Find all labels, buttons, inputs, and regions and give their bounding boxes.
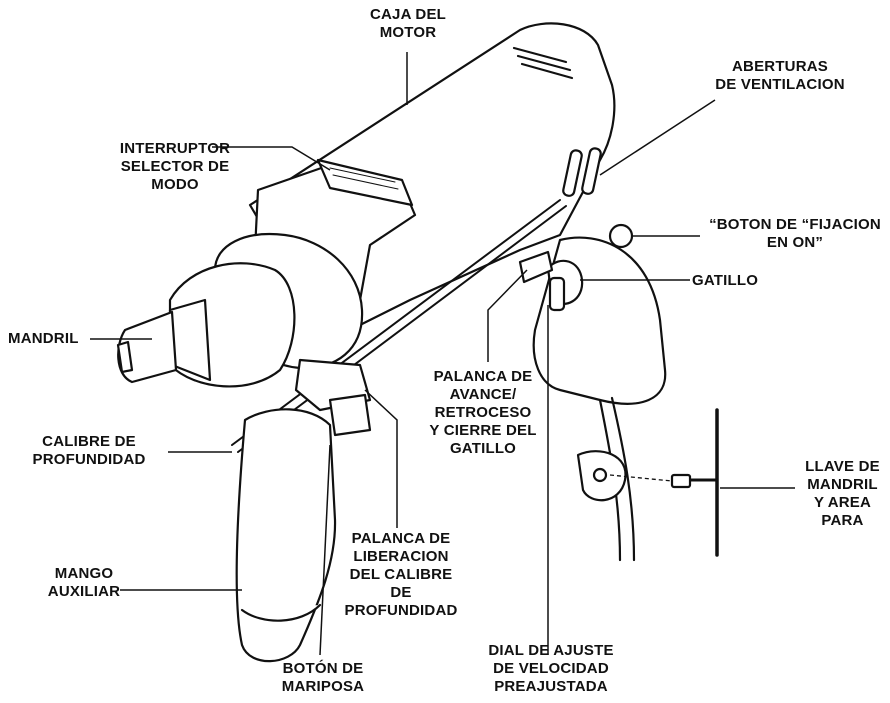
label-chuck: MANDRIL	[8, 330, 79, 347]
label-trigger: GATILLO	[692, 272, 759, 289]
label-lock-button: “BOTON DE “FIJACION EN ON”	[709, 216, 881, 251]
reverse-lever	[518, 250, 554, 284]
aux-handle	[235, 408, 337, 663]
mode-selector	[316, 158, 414, 207]
label-depth-gauge: CALIBRE DE PROFUNDIDAD	[32, 433, 146, 468]
leader-vent	[599, 99, 716, 176]
label-depth-release: PALANCA DE LIBERACION DEL CALIBRE DE PRO…	[344, 530, 458, 619]
speed-dial-shape	[548, 276, 566, 312]
leader-mode	[212, 146, 331, 171]
label-mode-switch: INTERRUPTOR SELECTOR DE MODO	[119, 140, 231, 193]
wing-button-shape	[328, 393, 372, 437]
label-aux-handle: MANGO AUXILIAR	[47, 565, 121, 600]
label-speed-dial: DIAL DE AJUSTE DE VELOCIDAD PREAJUSTADA	[488, 642, 614, 695]
label-wing-button: BOTÓN DE MARIPOSA	[281, 660, 365, 695]
lock-on-button	[608, 223, 634, 249]
leader-reverse	[487, 269, 528, 362]
leader-wing	[319, 444, 331, 656]
label-chuck-key: LLAVE DE MANDRIL Y AREA PARA	[805, 458, 880, 529]
label-reverse-lever: PALANCA DE AVANCE/ RETROCESO Y CIERRE DE…	[429, 368, 537, 457]
label-ventilation: ABERTURAS DE VENTILACION	[715, 58, 845, 93]
leader-release	[364, 389, 398, 528]
label-motor-housing: CAJA DEL MOTOR	[369, 6, 447, 41]
